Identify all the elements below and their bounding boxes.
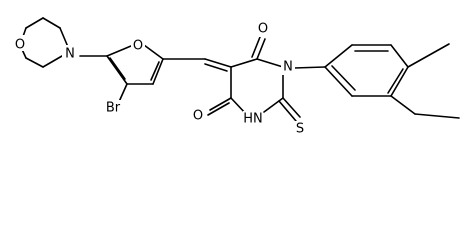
atom-label-furan-oxygen: O bbox=[133, 39, 143, 54]
bond bbox=[390, 44, 409, 68]
bond bbox=[25, 57, 44, 68]
atom-label-morpholine-nitrogen: N bbox=[65, 47, 75, 62]
atom-label-nh: HN bbox=[243, 112, 263, 127]
bond bbox=[106, 45, 132, 57]
chemical-structure-diagram: O N O Br O N O HN S bbox=[13, 17, 460, 137]
bond bbox=[143, 44, 164, 60]
label-background bbox=[62, 45, 78, 61]
atom-label-bromine: Br bbox=[106, 101, 121, 116]
bond bbox=[109, 57, 126, 80]
bond bbox=[204, 63, 228, 72]
label-background bbox=[243, 111, 263, 127]
label-background bbox=[294, 121, 306, 137]
bond bbox=[256, 58, 284, 68]
bond bbox=[209, 97, 232, 111]
bond bbox=[59, 27, 69, 48]
label-background bbox=[191, 108, 205, 124]
bond bbox=[152, 58, 164, 85]
dimethylphenyl-ring bbox=[324, 44, 409, 97]
atom-label-thione-sulfur: S bbox=[296, 122, 304, 137]
atom-label-carbonyl-oxygen-bottom: O bbox=[193, 109, 203, 124]
bond bbox=[390, 66, 409, 97]
atom-label-aryl-nitrogen: N bbox=[283, 60, 293, 75]
bond bbox=[293, 66, 326, 69]
pyrimidine-ring bbox=[230, 58, 284, 116]
label-background bbox=[256, 21, 270, 37]
label-background bbox=[131, 38, 145, 54]
bond bbox=[331, 65, 356, 91]
label-knockouts bbox=[13, 21, 306, 137]
bond bbox=[263, 97, 284, 113]
bond bbox=[150, 61, 160, 81]
atom-label-morpholine-oxygen: O bbox=[15, 38, 25, 53]
bond bbox=[324, 66, 353, 97]
morpholine-ring bbox=[19, 17, 69, 68]
bond bbox=[42, 55, 63, 68]
label-background bbox=[281, 59, 295, 75]
bond bbox=[42, 17, 61, 29]
bond bbox=[251, 36, 261, 58]
bond bbox=[106, 55, 128, 85]
label-background bbox=[13, 35, 27, 51]
label-background bbox=[102, 100, 122, 116]
furan-ring bbox=[106, 44, 164, 85]
molecule-drawing: O N O Br O N O HN S bbox=[13, 17, 460, 137]
bond bbox=[407, 43, 450, 68]
bond bbox=[390, 95, 416, 115]
bond bbox=[207, 102, 230, 116]
bond bbox=[256, 38, 266, 60]
bond bbox=[230, 58, 258, 68]
bond bbox=[278, 100, 297, 122]
atom-label-carbonyl-oxygen-top: O bbox=[258, 22, 268, 37]
bond bbox=[414, 113, 460, 119]
bond bbox=[387, 68, 404, 94]
bond bbox=[282, 97, 301, 118]
bond bbox=[204, 58, 232, 68]
bond bbox=[25, 17, 44, 29]
bond bbox=[324, 44, 353, 68]
